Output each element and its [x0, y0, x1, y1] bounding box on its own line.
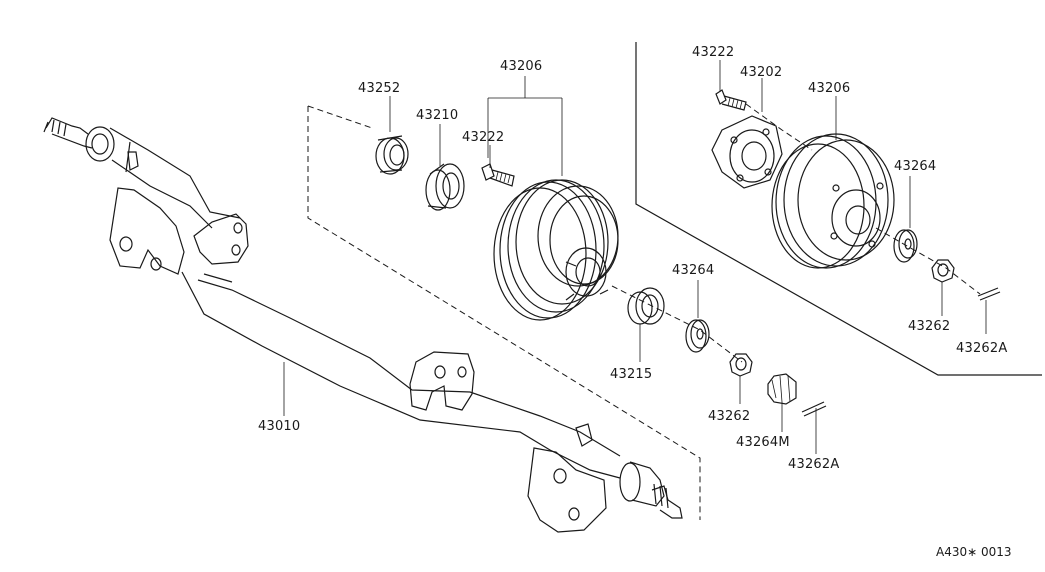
cotter-pin-43262a-mid [801, 401, 827, 417]
brake-drum-43206-right [771, 133, 895, 269]
nut-43262-mid [729, 353, 753, 377]
grease-cap-43215 [627, 287, 665, 325]
axis-line-right [875, 227, 981, 295]
rear-axle-beam [43, 117, 683, 533]
label-43215: 43215 [610, 367, 652, 382]
diagram-code: A430∗ 0013 [936, 545, 1012, 559]
washer-43264-right [893, 229, 918, 263]
label-43252: 43252 [358, 81, 400, 96]
hub-bolt-43222-right [715, 89, 747, 111]
label-43202: 43202 [740, 65, 782, 80]
label-43262a-mid: 43262A [788, 457, 839, 472]
label-43264-right: 43264 [894, 159, 936, 174]
washer-43264-mid [685, 319, 710, 353]
oil-seal-43252 [375, 135, 409, 175]
castle-nut-43264m [767, 373, 797, 405]
label-43262a-right: 43262A [956, 341, 1007, 356]
axis-line-hub [745, 103, 813, 151]
axis-line-left [611, 285, 743, 363]
label-43262-right: 43262 [908, 319, 950, 334]
label-43264m: 43264M [736, 435, 790, 450]
label-43206-left: 43206 [500, 59, 542, 74]
label-43010: 43010 [258, 419, 300, 434]
leader-lines [283, 60, 987, 454]
label-43206-right: 43206 [808, 81, 850, 96]
label-43222-right: 43222 [692, 45, 734, 60]
label-43262-mid: 43262 [708, 409, 750, 424]
bearing-43210 [425, 163, 465, 211]
nut-43262-right [931, 259, 955, 283]
brake-drum-43206-left [493, 179, 619, 321]
hub-bolt-43222-left [481, 163, 515, 187]
section-divider [635, 42, 1042, 376]
label-43264-mid: 43264 [672, 263, 714, 278]
cotter-pin-43262a-right [977, 287, 1001, 301]
label-43210: 43210 [416, 108, 458, 123]
assembly-boundary-top [307, 105, 373, 129]
wheel-hub-43202 [711, 115, 783, 189]
assembly-boundary-dashed [307, 106, 701, 520]
label-43222-left: 43222 [462, 130, 504, 145]
